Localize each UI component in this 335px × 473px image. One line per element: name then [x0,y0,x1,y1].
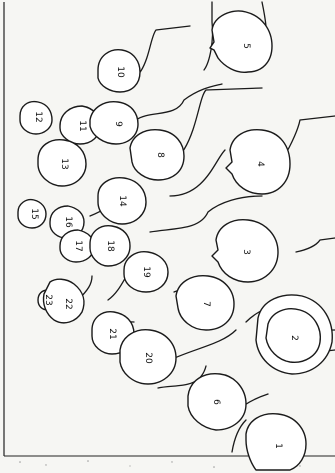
label-9: 9 [113,121,123,127]
label-6: 6 [211,399,221,405]
label-13: 13 [59,158,69,169]
label-3: 3 [241,249,251,255]
label-14: 14 [117,195,127,207]
label-15: 15 [29,208,39,219]
label-2: 2 [289,335,299,341]
label-11: 11 [77,120,87,131]
label-1: 1 [273,443,283,449]
face-outlines [18,11,332,470]
head-1 [246,414,306,470]
label-12: 12 [33,111,43,122]
label-4: 4 [255,161,265,167]
label-7: 7 [201,301,211,307]
label-17: 17 [73,240,83,251]
label-16: 16 [63,216,73,228]
head-5 [210,11,272,72]
label-18: 18 [105,240,115,252]
label-19: 19 [141,266,151,278]
label-20: 20 [143,352,153,364]
label-22: 22 [63,298,73,309]
label-8: 8 [155,152,165,158]
label-10: 10 [115,66,125,78]
label-23: 23 [43,294,53,305]
label-5: 5 [241,43,251,49]
label-21: 21 [107,328,117,339]
